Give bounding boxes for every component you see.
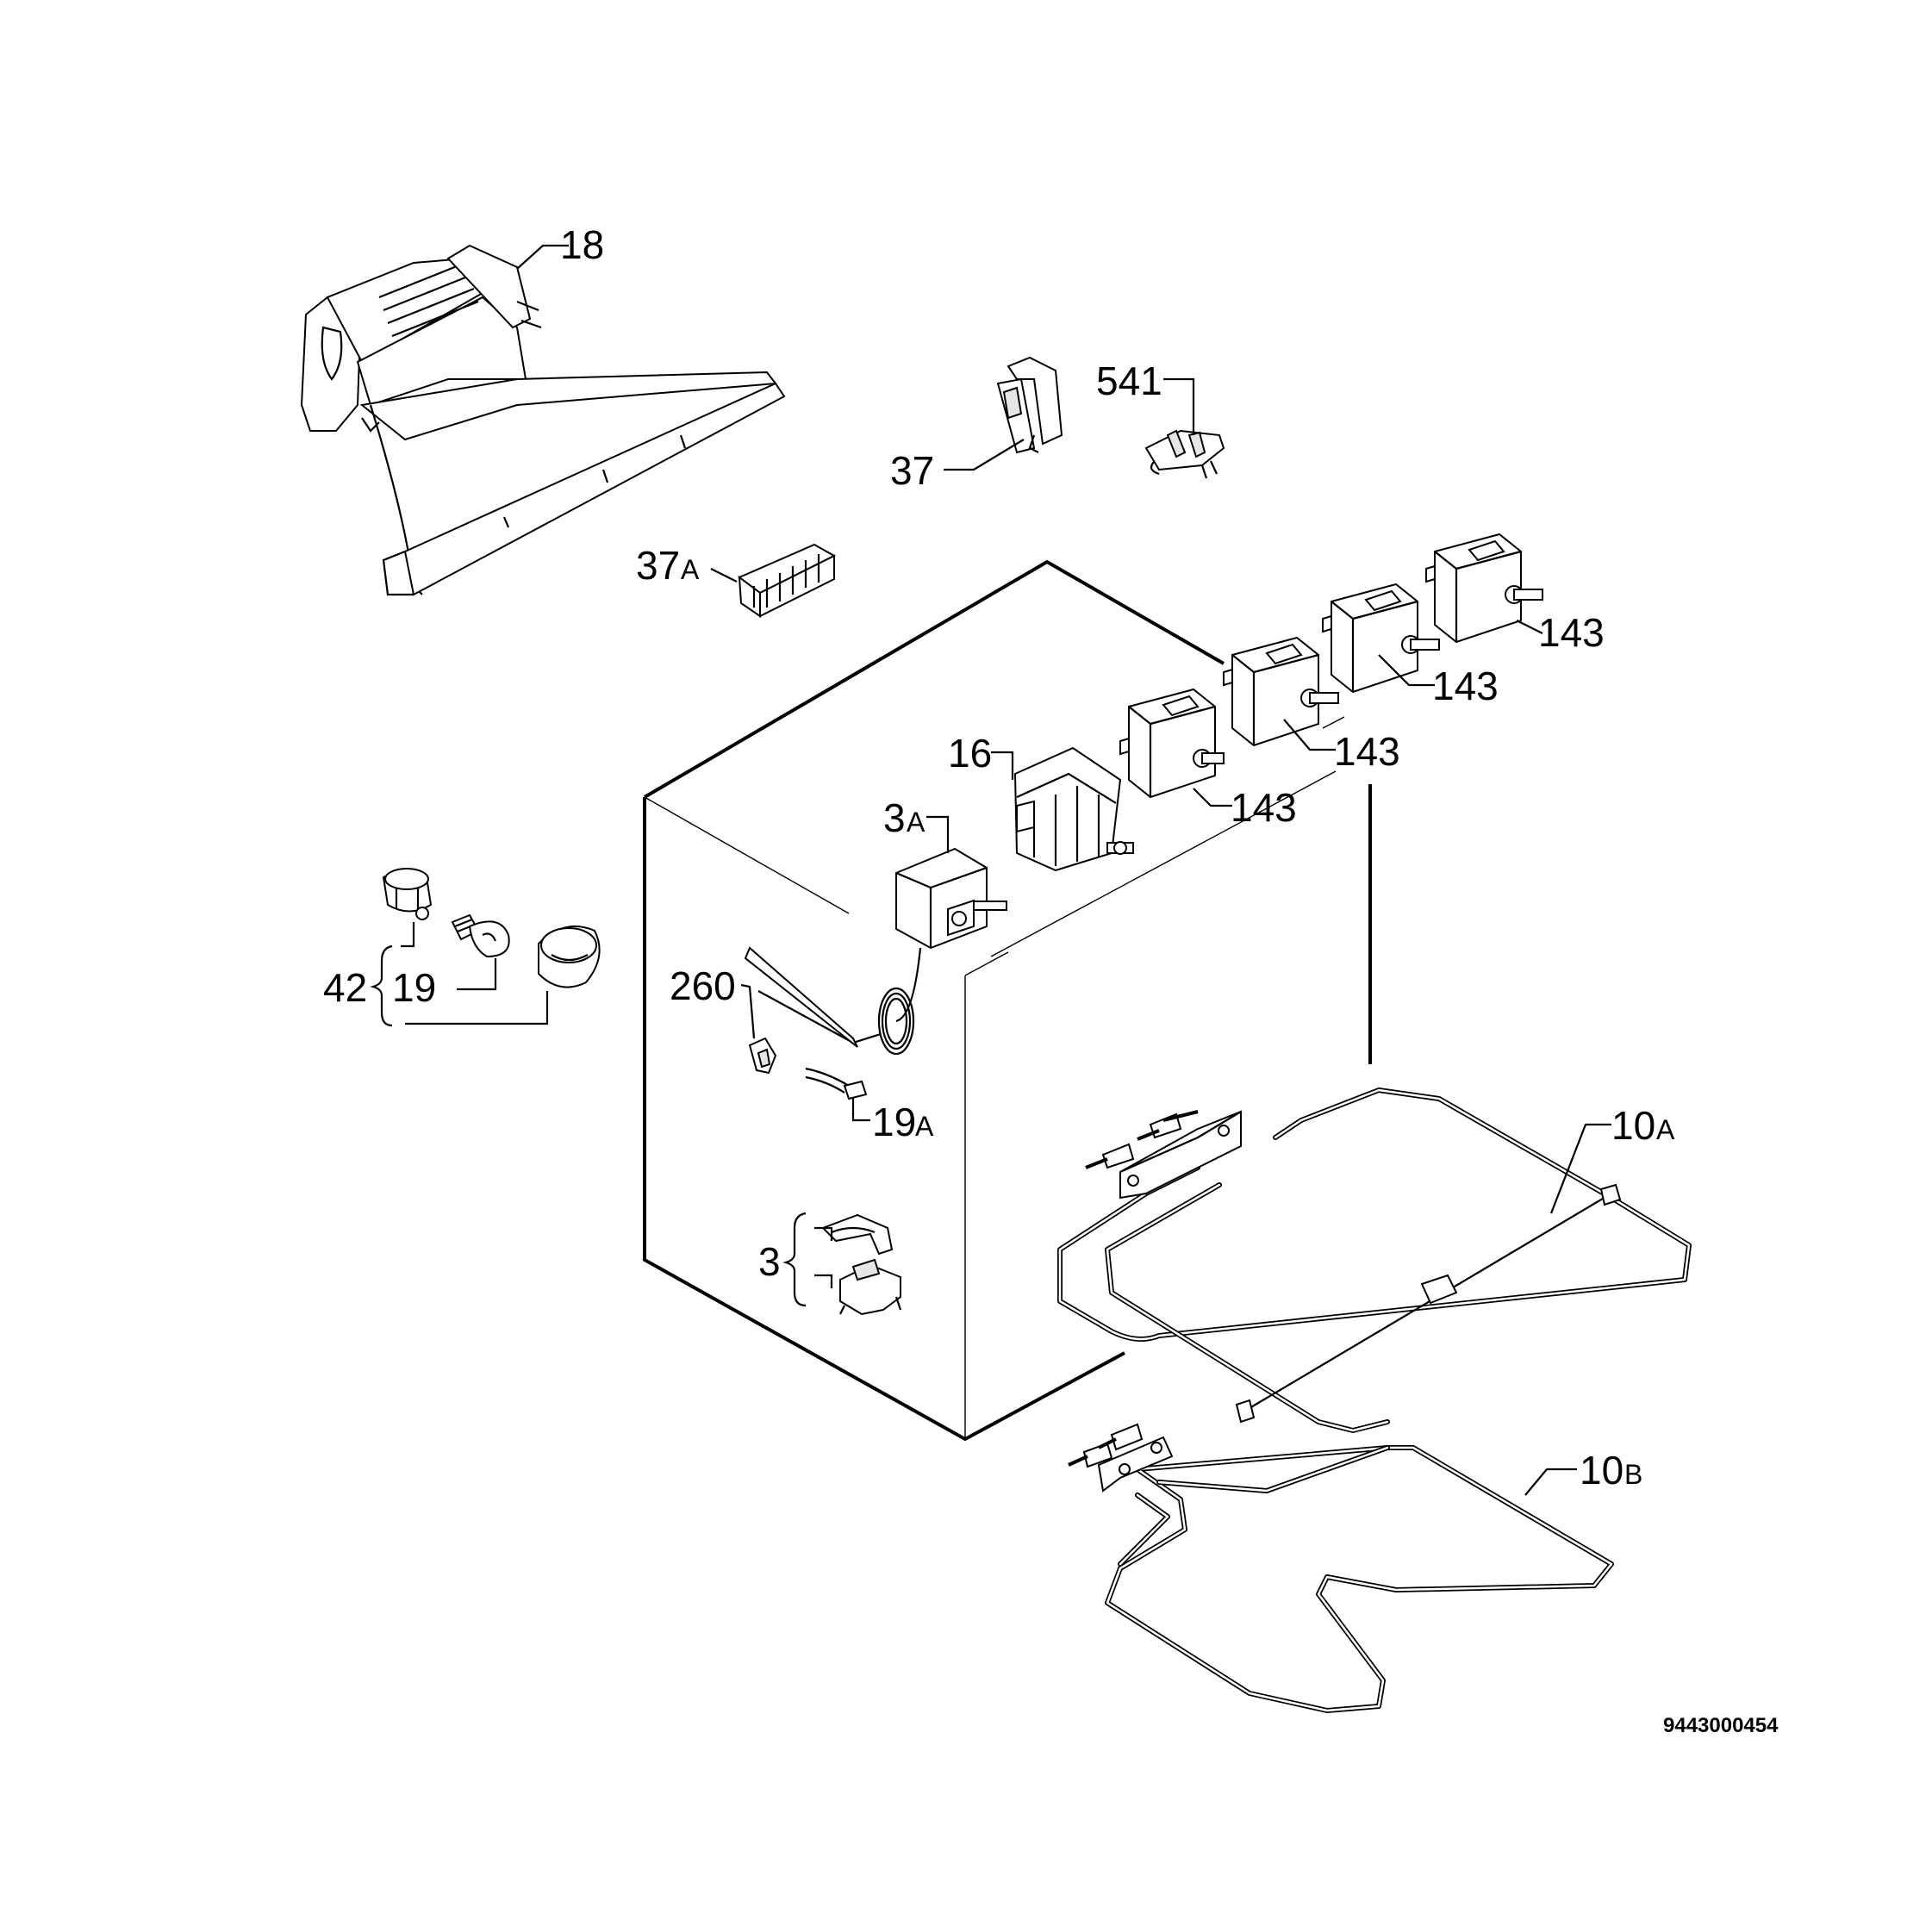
part-19-lamp-bulb: [451, 913, 510, 958]
label-18: 18: [560, 222, 604, 267]
leader-42-holder: [401, 922, 415, 948]
label-143-3: 143: [1334, 729, 1400, 774]
leader-18: [516, 244, 569, 270]
label-10a-suffix: A: [1656, 1114, 1675, 1145]
part-143-switch-4: [1119, 688, 1225, 799]
part-143-switch-3: [1223, 636, 1339, 747]
leader-42-cover: [405, 991, 549, 1025]
part-42-lamp-holder: [382, 868, 433, 920]
label-143-4: 143: [1231, 785, 1297, 830]
label-37a-suffix: A: [681, 554, 700, 585]
part-37a-terminal-block: [738, 543, 837, 618]
label-37a-number: 37: [636, 543, 680, 588]
part-260-clip: [748, 1037, 777, 1075]
label-10b-number: 10: [1580, 1448, 1624, 1493]
label-37: 37: [890, 448, 934, 493]
leader-16: [991, 751, 1014, 780]
part-143-switch-2: [1322, 583, 1440, 694]
leader-143-3: [1283, 719, 1336, 751]
label-19a-suffix: A: [915, 1111, 934, 1142]
oven-cavity-outline: [643, 559, 1372, 1442]
part-541-bracket: [1144, 429, 1225, 479]
part-3a-thermostat: [744, 847, 1007, 1056]
leader-260: [740, 983, 756, 1039]
label-16: 16: [948, 731, 992, 776]
label-541: 541: [1096, 358, 1162, 403]
leader-37a: [710, 568, 738, 583]
leader-10a: [1549, 1123, 1611, 1214]
part-42-lamp-cover: [538, 925, 601, 988]
part-3-thermal-cutout: [821, 1213, 902, 1316]
part-10b-bottom-element: [1068, 1423, 1614, 1713]
label-3a-suffix: A: [907, 807, 925, 838]
leader-19: [457, 958, 497, 991]
leader-143-2: [1378, 654, 1435, 687]
leader-37: [944, 439, 1025, 471]
leader-3a: [926, 815, 950, 853]
part-19a-lamp-wire: [805, 1067, 868, 1100]
label-143-2: 143: [1432, 664, 1499, 708]
brace-42: [370, 944, 393, 1027]
label-10b-suffix: B: [1624, 1459, 1642, 1490]
leader-10b: [1524, 1468, 1577, 1496]
part-16-selector-switch: [1013, 746, 1134, 872]
label-3: 3: [758, 1239, 781, 1284]
leader-143-4: [1193, 788, 1232, 807]
part-18-air-duct: [300, 244, 786, 596]
part-37-clip: [996, 356, 1063, 454]
label-42: 42: [323, 965, 367, 1010]
leader-143-1: [1516, 620, 1543, 634]
drawing-code: 9443000454: [1663, 1714, 1779, 1737]
label-3a-number: 3: [883, 795, 906, 840]
part-143-switch-1: [1425, 533, 1543, 644]
part-10a-grill-element: [1057, 1088, 1692, 1433]
brace-3: [782, 1212, 807, 1307]
label-143-1: 143: [1538, 610, 1605, 655]
leader-19a: [851, 1097, 870, 1122]
label-260: 260: [670, 963, 736, 1008]
label-19a-number: 19: [872, 1100, 916, 1144]
label-19: 19: [392, 965, 436, 1010]
leader-541: [1163, 377, 1195, 435]
label-10a-number: 10: [1611, 1103, 1655, 1148]
leader-3: [814, 1226, 833, 1288]
